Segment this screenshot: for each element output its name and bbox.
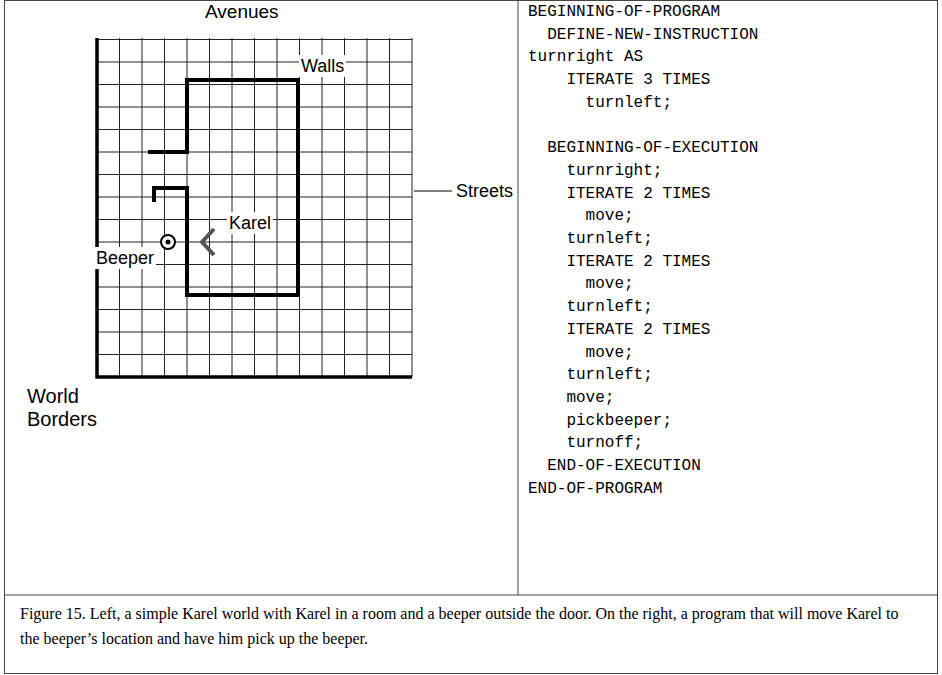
- world-border: [97, 38, 412, 377]
- figure-label: Walls: [299, 55, 346, 77]
- code-line: turnleft;: [586, 92, 672, 115]
- code-line: BEGINNING-OF-EXECUTION: [547, 137, 758, 160]
- figure-caption: Figure 15. Left, a simple Karel world wi…: [20, 601, 915, 651]
- karel-robot: [202, 229, 214, 255]
- code-line: move;: [586, 342, 634, 365]
- beeper-symbol: [161, 235, 175, 249]
- code-line: turnoff;: [566, 432, 643, 455]
- code-line: turnleft;: [566, 364, 652, 387]
- figure-label: Beeper: [94, 247, 156, 269]
- streets-leader: [414, 191, 452, 192]
- code-line: ITERATE 3 TIMES: [566, 69, 710, 92]
- code-line: ITERATE 2 TIMES: [566, 183, 710, 206]
- figure-label: World Borders: [25, 385, 111, 431]
- code-line: move;: [566, 387, 614, 410]
- code-line: move;: [586, 205, 634, 228]
- code-line: DEFINE-NEW-INSTRUCTION: [547, 24, 758, 47]
- beeper-center: [166, 240, 171, 245]
- code-line: turnright;: [566, 160, 662, 183]
- code-line: turnleft;: [566, 228, 652, 251]
- code-line: ITERATE 2 TIMES: [566, 251, 710, 274]
- figure-label: Streets: [454, 180, 515, 202]
- table-frame: [5, 1, 938, 674]
- room-walls: [148, 80, 298, 295]
- table-dividers: [5, 1, 938, 596]
- figure-label: Karel: [227, 212, 273, 234]
- figure-label: Avenues: [203, 1, 281, 23]
- street-avenue-grid: [97, 38, 412, 377]
- code-line: pickbeeper;: [566, 410, 672, 433]
- code-line: turnleft;: [566, 296, 652, 319]
- code-line: ITERATE 2 TIMES: [566, 319, 710, 342]
- code-line: move;: [586, 273, 634, 296]
- code-line: turnright AS: [528, 46, 643, 69]
- code-line: END-OF-PROGRAM: [528, 478, 662, 501]
- code-line: END-OF-EXECUTION: [547, 455, 701, 478]
- code-line: BEGINNING-OF-PROGRAM: [528, 1, 720, 24]
